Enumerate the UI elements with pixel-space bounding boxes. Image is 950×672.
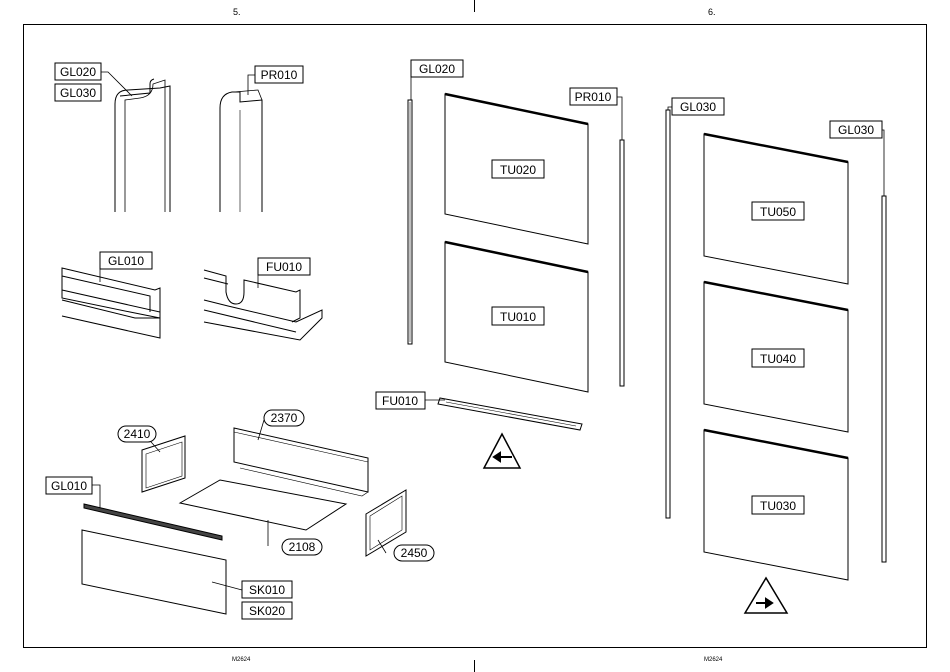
- label-gl010-b: GL010: [51, 479, 87, 493]
- panel-2108: [180, 480, 346, 530]
- rail-gl030-vertical-right: [882, 196, 886, 562]
- label-sk020: SK020: [249, 604, 285, 618]
- footer-code-left: M2624: [232, 657, 250, 663]
- panel-2410: [142, 436, 185, 492]
- label-tu040: TU040: [760, 352, 796, 366]
- label-sk010: SK010: [249, 583, 285, 597]
- rail-gl030-vertical-left: [666, 110, 670, 518]
- label-2410: 2410: [124, 427, 151, 441]
- arrow-left-warning-icon: [484, 434, 520, 468]
- label-tu050: TU050: [760, 205, 796, 219]
- label-pr010-b: PR010: [575, 90, 612, 104]
- profile-pr010: [220, 90, 262, 212]
- footer-code-right: M2624: [704, 657, 722, 663]
- label-2450: 2450: [401, 546, 428, 560]
- label-gl030-c: GL030: [838, 123, 874, 137]
- label-fu010-a: FU010: [266, 260, 302, 274]
- label-gl020-b: GL020: [419, 62, 455, 76]
- label-fu010-b: FU010: [382, 394, 418, 408]
- rail-fu010: [204, 270, 322, 340]
- rail-pr010-vertical: [620, 140, 624, 386]
- label-gl030-a: GL030: [60, 86, 96, 100]
- label-pr010-a: PR010: [261, 68, 298, 82]
- label-2370: 2370: [271, 411, 298, 425]
- panel-sk010: [82, 530, 226, 614]
- rail-gl020-vertical: [408, 100, 412, 344]
- label-tu030: TU030: [760, 499, 796, 513]
- profile-gl020-gl030: [115, 79, 170, 212]
- arrow-right-warning-icon: [745, 578, 787, 613]
- label-tu020: TU020: [500, 163, 536, 177]
- label-gl010-a: GL010: [108, 254, 144, 268]
- label-gl020-a: GL020: [60, 65, 96, 79]
- rail-gl010: [62, 268, 160, 338]
- label-2108: 2108: [289, 540, 316, 554]
- label-gl030-b: GL030: [680, 100, 716, 114]
- panel-2370: [234, 428, 368, 496]
- label-tu010: TU010: [500, 310, 536, 324]
- rail-fu010-horizontal: [438, 398, 582, 430]
